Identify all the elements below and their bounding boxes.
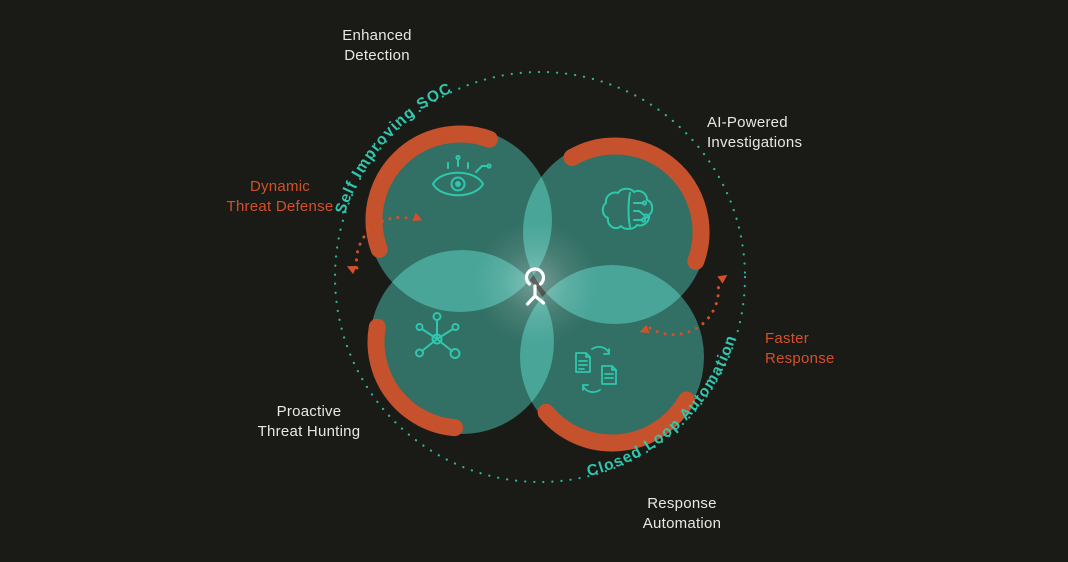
molecule-network-icon bbox=[415, 312, 461, 359]
label-response-automation: Response Automation bbox=[642, 495, 722, 532]
triangle-arrow-icon bbox=[346, 265, 357, 275]
label-faster-response: Faster Response bbox=[765, 330, 835, 367]
label-ai-powered-investigations: AI-Powered Investigations bbox=[707, 114, 803, 151]
documents-sync-icon bbox=[575, 346, 617, 393]
crescent-bottom-left bbox=[367, 318, 463, 437]
triangle-arrow-icon bbox=[717, 274, 728, 284]
cartwheel-person-logo-icon bbox=[524, 267, 546, 306]
label-enhanced-detection: Enhanced Detection bbox=[342, 27, 412, 64]
outer-dotted-ring bbox=[333, 70, 747, 484]
cycle-arrows bbox=[346, 212, 728, 337]
center-glow bbox=[474, 221, 598, 345]
triangle-arrow-icon bbox=[412, 212, 423, 222]
orange-crescents bbox=[365, 125, 710, 452]
triangle-arrow-icon bbox=[639, 324, 650, 334]
label-dynamic-threat-defense: Dynamic Threat Defense bbox=[226, 178, 334, 215]
label-proactive-threat-hunting: Proactive Threat Hunting bbox=[257, 403, 361, 440]
dotted-arc-right bbox=[648, 281, 720, 337]
crescent-top-left bbox=[365, 125, 498, 258]
crescent-bottom-right bbox=[537, 391, 695, 452]
brain-circuit-icon bbox=[601, 187, 654, 230]
crescent-top-right bbox=[563, 137, 710, 270]
eye-circuit-icon bbox=[432, 154, 492, 197]
